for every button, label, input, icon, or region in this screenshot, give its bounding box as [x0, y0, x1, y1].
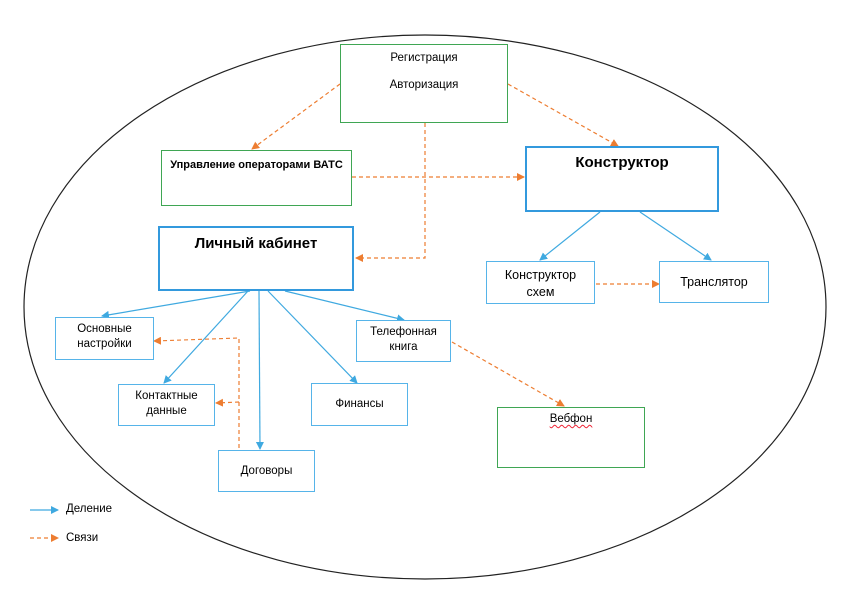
node-translator-label: Транслятор	[680, 274, 748, 289]
node-scheme-constructor-line1: Конструктор	[504, 268, 577, 282]
link-registration-to-vats	[251, 83, 341, 150]
node-registration-line1: Регистрация	[390, 52, 458, 64]
node-finances: Финансы	[311, 383, 408, 426]
node-vats-management: Управление операторами ВАТС	[161, 150, 352, 206]
node-basic-settings-line2: настройки	[77, 338, 132, 350]
node-webphone-label: Вебфон	[549, 413, 593, 425]
system-boundary-ellipse	[23, 34, 827, 580]
node-contact-data: Контактные данные	[118, 384, 215, 426]
node-registration-line2: Авторизация	[389, 79, 459, 91]
node-contracts-label: Договоры	[240, 464, 293, 477]
legend-links-label: Связи	[66, 532, 99, 544]
node-constructor: Конструктор	[525, 146, 719, 212]
link-contracts-to-contacts	[215, 398, 240, 407]
node-personal-cabinet: Личный кабинет	[158, 226, 354, 291]
div-cabinet-to-contacts	[163, 290, 249, 384]
node-basic-settings-line1: Основные	[77, 323, 132, 335]
node-contact-data-line1: Контактные	[135, 390, 198, 402]
node-vats-management-label: Управление операторами ВАТС	[170, 159, 343, 171]
node-scheme-constructor-line2: схем	[526, 285, 555, 299]
node-phone-book-line1: Телефонная	[370, 326, 437, 338]
node-webphone: Вебфон	[497, 407, 645, 468]
div-cabinet-to-phonebook	[284, 290, 405, 323]
div-constructor-to-schemes	[539, 211, 601, 261]
link-registration-to-cabinet	[355, 123, 426, 262]
div-constructor-to-translator	[639, 211, 712, 261]
legend-division-label: Деление	[66, 503, 113, 515]
node-phone-book: Телефонная книга	[356, 320, 451, 362]
node-basic-settings: Основные настройки	[55, 317, 154, 360]
node-registration: Регистрация Авторизация	[340, 44, 508, 123]
node-translator: Транслятор	[659, 261, 769, 303]
node-finances-label: Финансы	[335, 398, 384, 410]
node-contact-data-line2: данные	[146, 405, 187, 417]
node-personal-cabinet-label: Личный кабинет	[194, 235, 318, 252]
node-scheme-constructor: Конструктор схем	[486, 261, 595, 304]
link-registration-to-constructor	[507, 83, 619, 147]
link-phonebook-to-webphone	[451, 341, 565, 407]
node-phone-book-line2: книга	[389, 341, 418, 353]
node-constructor-label: Конструктор	[575, 154, 669, 171]
link-contracts-to-settings	[153, 336, 240, 448]
div-cabinet-to-contracts	[255, 290, 264, 450]
div-cabinet-to-settings	[101, 290, 251, 319]
div-cabinet-to-finances	[267, 290, 358, 384]
node-contracts: Договоры	[218, 450, 315, 492]
